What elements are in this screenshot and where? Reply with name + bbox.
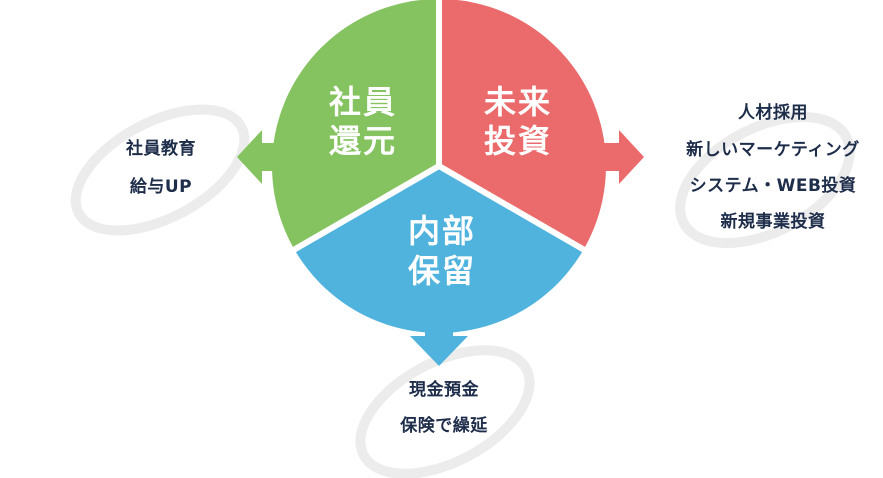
segment-label-retained-earnings-line2: 保留 (408, 252, 476, 290)
arrow-right (598, 130, 644, 184)
outcome-retained-earnings-2: 保険で繰延 (399, 415, 488, 436)
swash-left (70, 104, 250, 236)
segment-label-future-investment-line2: 投資 (484, 122, 552, 160)
arrow-down (410, 312, 468, 366)
swash-right (675, 111, 855, 249)
segment-label-employee-return-line2: 還元 (329, 122, 397, 160)
outcome-future-investment-2: 新しいマーケティング (686, 139, 860, 160)
segment-label-employee-return-line1: 社員 (329, 83, 397, 121)
outcome-retained-earnings-1: 現金預金 (409, 379, 479, 400)
segment-label-retained-earnings-line1: 内部 (408, 212, 476, 250)
segment-label-future-investment-line1: 未来 (484, 83, 552, 121)
outcome-employee-return-1: 社員教育 (125, 138, 196, 159)
segment-dividers (290, 0, 588, 254)
outcome-future-investment-4: 新規事業投資 (721, 211, 826, 232)
segment-retained-earnings (294, 166, 584, 333)
outcome-employee-return-2: 給与UP (130, 176, 192, 197)
swash-bottom (355, 345, 535, 478)
outcome-future-investment-1: 人材採用 (738, 102, 808, 123)
outcome-future-investment-3: システム・WEB投資 (690, 175, 857, 196)
arrow-left (237, 130, 283, 184)
